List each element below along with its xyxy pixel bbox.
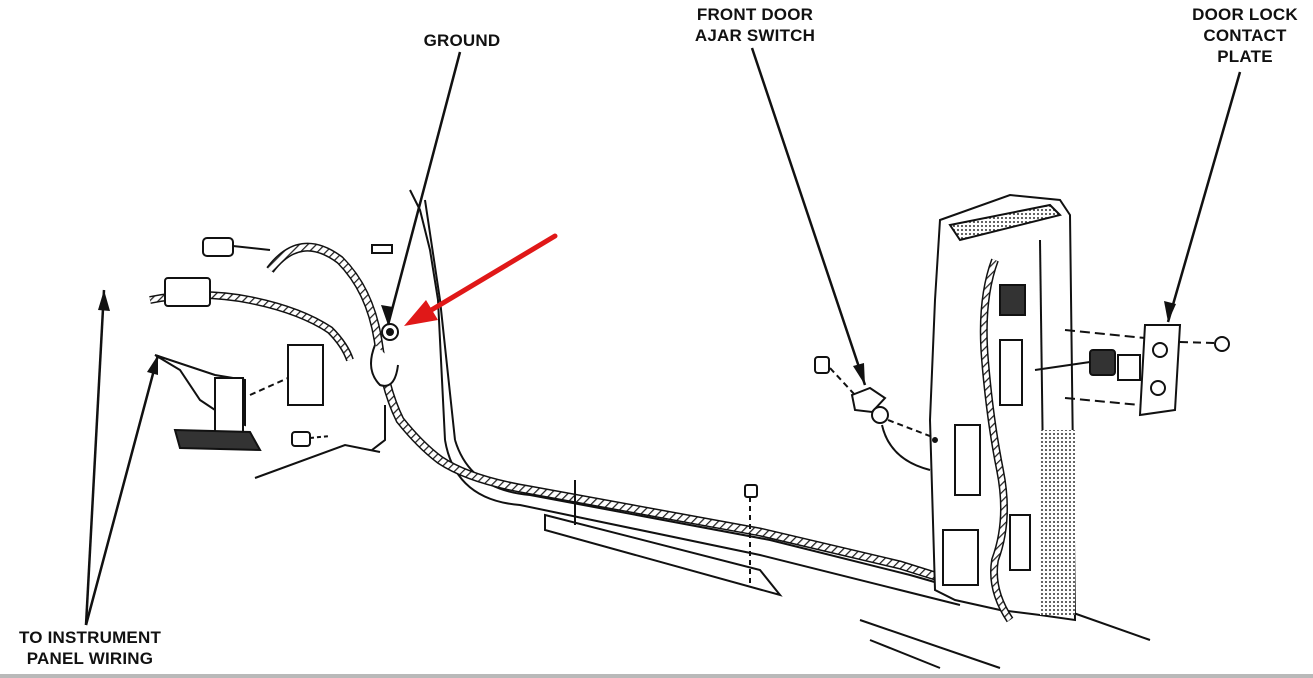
sill-screw [574, 480, 758, 585]
leader-arrowheads [98, 290, 1176, 385]
label-ground-line-1: GROUND [423, 31, 501, 50]
a-pillar-harness [149, 242, 1002, 595]
ground-terminal [370, 323, 399, 387]
ajar-switch [814, 356, 938, 471]
label-door-lock-contact-plate: DOOR LOCK CONTACT PLATE [1180, 4, 1310, 67]
label-to-instrument-panel-wiring-line-2: PANEL WIRING [26, 649, 154, 668]
left-connectors [154, 237, 393, 452]
b-pillar [928, 193, 1077, 623]
label-to-instrument-panel-wiring: TO INSTRUMENT PANEL WIRING [0, 627, 180, 669]
red-arrow [404, 233, 558, 326]
label-front-door-ajar-switch: FRONT DOOR AJAR SWITCH [680, 4, 830, 46]
contact-plate [1034, 324, 1230, 417]
label-door-lock-contact-plate-line-1: DOOR LOCK [1192, 5, 1298, 24]
label-door-lock-contact-plate-line-2: CONTACT [1203, 26, 1287, 45]
label-front-door-ajar-switch-line-1: FRONT DOOR [696, 5, 814, 24]
leader-lines [84, 47, 1242, 626]
label-door-lock-contact-plate-line-3: PLATE [1217, 47, 1273, 66]
label-ground: GROUND [414, 30, 510, 51]
label-front-door-ajar-switch-line-2: AJAR SWITCH [694, 26, 816, 45]
label-to-instrument-panel-wiring-line-1: TO INSTRUMENT [18, 628, 162, 647]
bottom-border [0, 674, 1313, 678]
